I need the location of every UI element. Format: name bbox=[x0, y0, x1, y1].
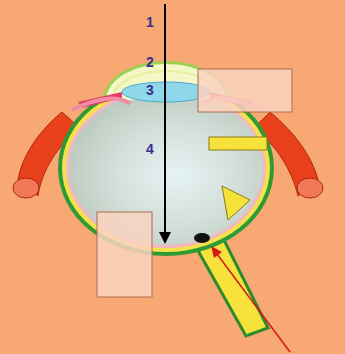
blind-spot bbox=[194, 233, 210, 243]
muscle-end bbox=[13, 178, 39, 198]
arrowhead bbox=[211, 246, 222, 258]
blank-box bbox=[198, 69, 292, 112]
light-ray bbox=[164, 4, 166, 234]
blank-box bbox=[97, 212, 152, 297]
optic-nerve bbox=[192, 240, 268, 336]
ciliary-body bbox=[72, 99, 130, 110]
callout-number: 1 bbox=[146, 15, 154, 29]
callout-number: 4 bbox=[146, 142, 154, 156]
pointer-arrow bbox=[217, 254, 290, 352]
yellow-marker bbox=[209, 137, 267, 150]
callout-number: 3 bbox=[146, 83, 154, 97]
yellow-triangle bbox=[222, 186, 250, 220]
arrowhead bbox=[159, 232, 171, 244]
muscle-end bbox=[297, 178, 323, 198]
callout-number: 2 bbox=[146, 55, 154, 69]
